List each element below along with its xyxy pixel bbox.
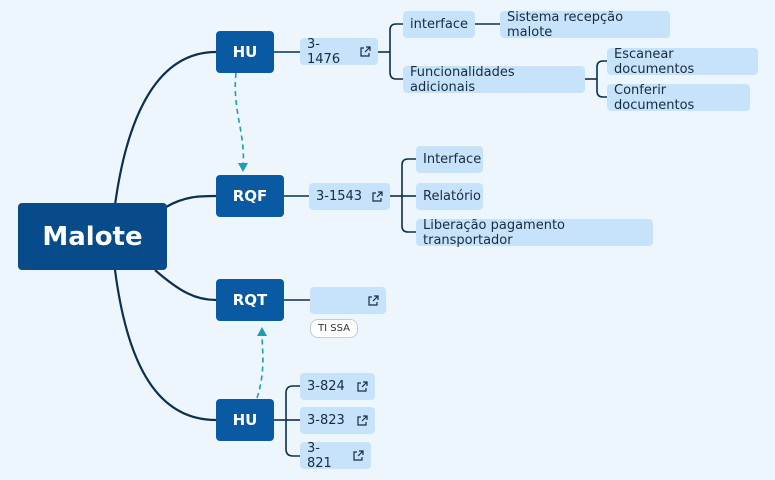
topic-link-3-1476[interactable]: 3-1476 [300, 36, 378, 67]
topic-link-3-824[interactable]: 3-824 [300, 373, 375, 400]
topic-funcionalidades-adicionais[interactable]: Funcionalidades adicionais [403, 65, 585, 95]
relationship-arrowhead-rqf [238, 163, 248, 172]
branch-rqt[interactable]: RQT [216, 279, 284, 321]
branch-rqf[interactable]: RQF [216, 175, 284, 217]
connector-func-escanear [596, 60, 607, 79]
topic-relatorio[interactable]: Relatório [416, 183, 483, 210]
root-topic-malote[interactable]: Malote [18, 203, 167, 270]
relationship-hu1-rqf [234, 72, 245, 167]
branch-hu-1[interactable]: HU [216, 31, 274, 73]
topic-link-3-823[interactable]: 3-823 [300, 407, 375, 434]
connector-fork-liberacao [401, 196, 416, 233]
topic-conferir-documentos[interactable]: Conferir documentos [607, 83, 750, 113]
external-link-icon[interactable] [344, 449, 364, 462]
connector-root-hu2 [113, 269, 217, 422]
connector-func-conferir [596, 79, 607, 98]
topic-interface-rqf[interactable]: Interface [416, 146, 483, 173]
topic-escanear-documentos[interactable]: Escanear documentos [607, 47, 758, 77]
topic-label: 3-1476 [307, 36, 341, 67]
topic-sistema-recepcao-malote[interactable]: Sistema recepção malote [500, 10, 670, 40]
connector-hu2-link3 [285, 420, 300, 457]
topic-label: 3-823 [307, 413, 345, 428]
topic-label: 3-824 [307, 379, 345, 394]
connector-root-rqt [154, 269, 217, 302]
connector-fork-interface2 [401, 158, 416, 196]
connector-root-hu1 [113, 50, 217, 206]
external-link-icon[interactable] [351, 45, 371, 58]
label-tag-ti-ssa[interactable]: TI SSA [310, 319, 358, 338]
relationship-hu2-rqt [256, 332, 264, 399]
connector-fork-func [389, 52, 404, 80]
topic-label: 3-821 [307, 440, 332, 471]
branch-hu-2[interactable]: HU [216, 399, 274, 441]
topic-link-rqt[interactable] [310, 287, 386, 314]
external-link-icon[interactable] [348, 414, 368, 427]
relationship-arrowhead-rqt [257, 327, 267, 336]
connector-root-rqf [165, 194, 217, 208]
topic-label: 3-1543 [316, 189, 363, 204]
external-link-icon[interactable] [348, 380, 368, 393]
topic-link-3-1543[interactable]: 3-1543 [309, 183, 390, 210]
topic-link-3-821[interactable]: 3-821 [300, 440, 371, 471]
topic-liberacao-pagamento-transportador[interactable]: Liberação pagamento transportador [416, 218, 653, 248]
topic-interface[interactable]: interface [403, 11, 475, 38]
external-link-icon[interactable] [359, 294, 379, 307]
connector-fork-interface [389, 23, 404, 52]
connector-hu2-link1 [285, 385, 300, 420]
external-link-icon[interactable] [363, 190, 383, 203]
